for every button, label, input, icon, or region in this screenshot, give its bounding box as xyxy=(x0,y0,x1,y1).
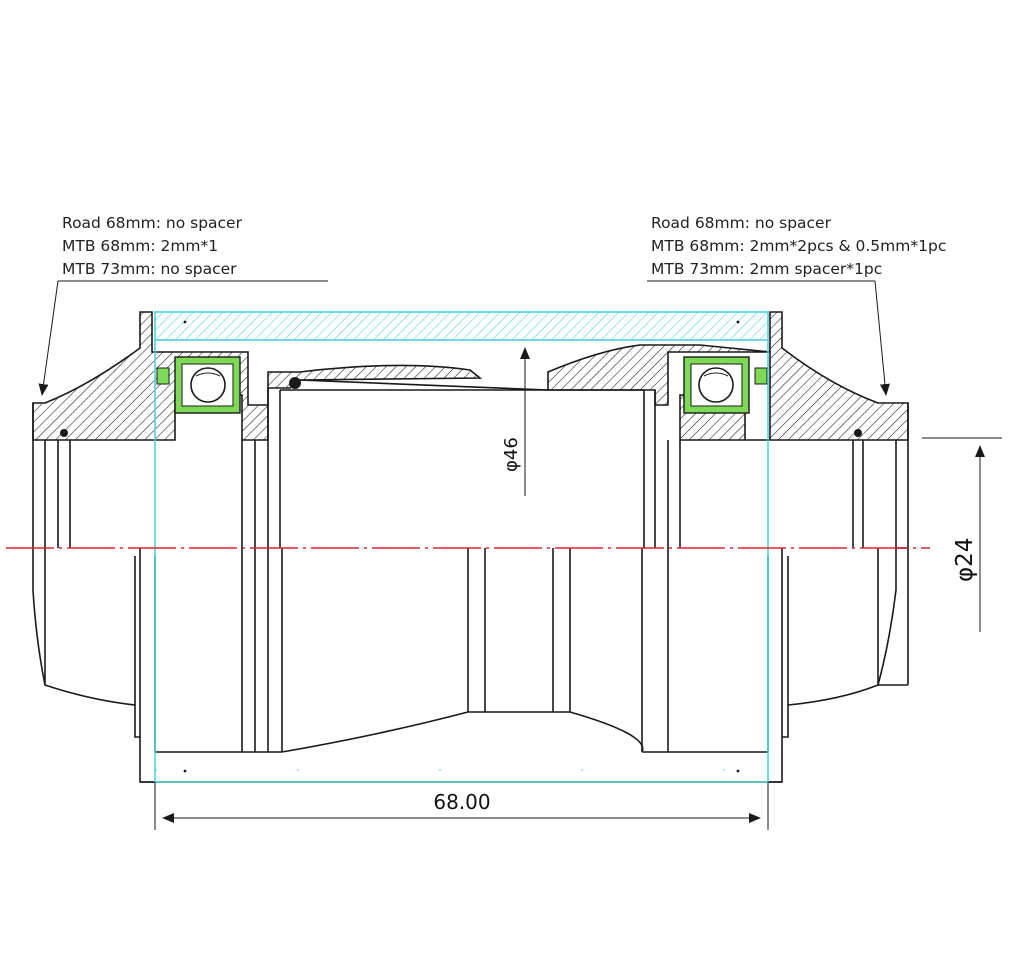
left-note: Road 68mm: no spacer MTB 68mm: 2mm*1 MTB… xyxy=(62,214,243,278)
right-note-line-3: MTB 73mm: 2mm spacer*1pc xyxy=(651,260,882,278)
bore-diameter-dimension: φ46 xyxy=(501,347,530,496)
spindle-diameter-dimension: φ24 xyxy=(922,437,1002,632)
spindle-diameter-label: φ24 xyxy=(952,538,978,582)
shell-width-dimension: 68.00 xyxy=(154,782,769,830)
lower-body-outline xyxy=(32,547,909,783)
left-note-line-1: Road 68mm: no spacer xyxy=(62,214,243,232)
shell-highlight xyxy=(154,311,769,783)
left-bearing xyxy=(156,356,241,414)
right-note-line-2: MTB 68mm: 2mm*2pcs & 0.5mm*1pc xyxy=(651,237,946,255)
upper-section xyxy=(32,311,909,548)
left-note-leader xyxy=(38,280,328,396)
right-note: Road 68mm: no spacer MTB 68mm: 2mm*2pcs … xyxy=(651,214,946,278)
right-bearing xyxy=(683,356,768,414)
shell-width-label: 68.00 xyxy=(433,790,490,814)
left-note-line-2: MTB 68mm: 2mm*1 xyxy=(62,237,218,255)
bore-diameter-label: φ46 xyxy=(501,437,522,472)
right-note-leader xyxy=(647,280,890,396)
left-note-line-3: MTB 73mm: no spacer xyxy=(62,260,237,278)
right-note-line-1: Road 68mm: no spacer xyxy=(651,214,832,232)
